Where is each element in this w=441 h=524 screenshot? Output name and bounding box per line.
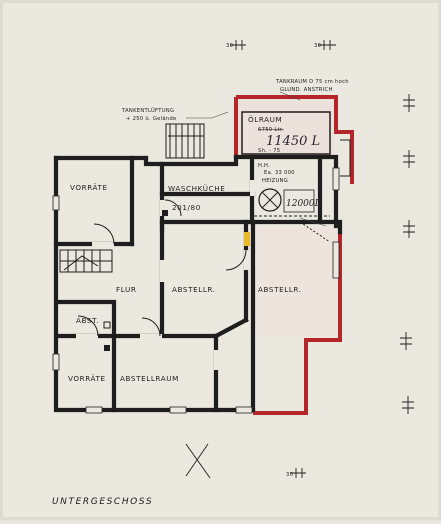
cross-mark — [185, 443, 211, 479]
label-oelraum: ÖLRAUM — [248, 115, 282, 124]
grid-markers — [230, 40, 415, 478]
room-abstellraum: ABSTELLRAUM — [120, 374, 179, 383]
side-note-hand: Abl. 30/25 — [318, 180, 324, 207]
dim-top-right: 30 — [314, 43, 321, 49]
oil-tank — [241, 111, 331, 155]
walls — [53, 154, 343, 413]
dim-bottom: 30 — [286, 472, 293, 478]
exterior-stair — [165, 123, 205, 159]
room-abstellr-right: ABSTELLR. — [258, 285, 302, 294]
door-size: 201/80 — [172, 203, 201, 212]
yellow-marker — [244, 232, 250, 246]
note-tankentlueftung: TANKENTLÜFTUNG — [121, 107, 174, 114]
room-flur: FLUR — [116, 285, 136, 294]
boiler — [258, 188, 315, 213]
hatch — [254, 215, 331, 243]
note-tankraum-2: GLUND. ANSTRICH — [280, 87, 333, 93]
leader-lines — [186, 91, 327, 227]
oelraum-volume-hand: 11450 L — [266, 134, 320, 149]
column — [162, 210, 168, 216]
red-extension-walls — [234, 95, 354, 415]
labels: 30 30 30 TANKRAUM D 75 cm hoch GLUND. AN… — [52, 43, 349, 507]
boiler-volume-hand: 12000L — [286, 199, 321, 209]
room-vorraete-bottom: VORRÄTE — [68, 374, 106, 383]
note-tankraum: TANKRAUM D 75 cm hoch — [275, 79, 349, 85]
room-abst: ABST. — [76, 316, 99, 325]
room-abstellr-mid: ABSTELLR. — [172, 285, 216, 294]
column — [104, 345, 110, 351]
note-tankentlueftung-2: + 250 ü. Gelände — [126, 116, 177, 122]
oelraum-height: Sh. - 75 — [258, 148, 280, 154]
dim-top-left: 30 — [226, 43, 233, 49]
oelraum-volume-old: 6750 Ltr. — [258, 127, 284, 133]
heizung-line-1: H.H. — [258, 163, 270, 169]
interior-stair — [59, 249, 113, 273]
door-swings — [77, 199, 247, 337]
shaft — [340, 139, 351, 177]
plan-title: UNTERGESCHOSS — [52, 497, 153, 507]
heizung-line-2: Ea. 33 000 — [264, 170, 295, 176]
door-gaps — [76, 180, 255, 370]
room-vorraete-top: VORRÄTE — [70, 183, 108, 192]
windows — [52, 167, 340, 414]
heizung-line-3: HEIZUNG — [262, 178, 288, 184]
room-waschkueche: WASCHKÜCHE — [168, 184, 225, 193]
